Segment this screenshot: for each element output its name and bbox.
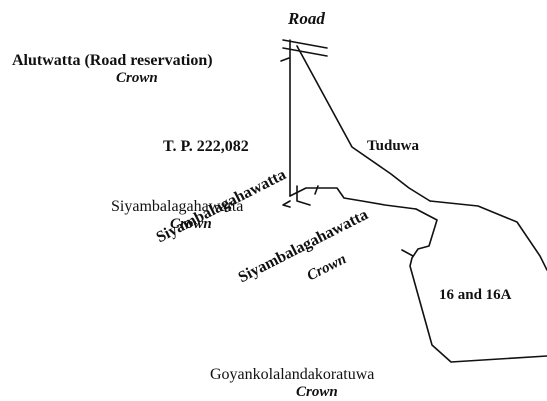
- parcel-tick-2: [314, 185, 319, 195]
- goyankolalandakoratuwa-label: Goyankolalandakoratuwa: [210, 366, 375, 383]
- siyambalagahawatta-west-owner-label: Crown: [170, 216, 212, 232]
- siyambala-arrow: [282, 200, 291, 208]
- alutwatta-tick: [280, 57, 290, 62]
- tuduwa-label: Tuduwa: [367, 138, 419, 154]
- alutwatta-owner-label: Crown: [116, 70, 158, 86]
- parcel-boundary: [409, 208, 547, 363]
- parcel-lots-label: 16 and 16A: [439, 287, 512, 303]
- tp-number-label: T. P. 222,082: [163, 138, 249, 155]
- goyankolalandakoratuwa-owner-label: Crown: [296, 384, 338, 400]
- alutwatta-label: Alutwatta (Road reservation): [12, 52, 213, 69]
- lot-inner-step: [296, 185, 311, 206]
- siyambalagahawatta-west-label: Siyambalagahawatta: [111, 198, 244, 215]
- lot-east-boundary: [296, 45, 431, 202]
- lot-south-boundary: [289, 187, 417, 210]
- parcel-tick: [401, 249, 414, 257]
- road-label: Road: [288, 9, 325, 28]
- parcel-east-edge: [429, 200, 547, 271]
